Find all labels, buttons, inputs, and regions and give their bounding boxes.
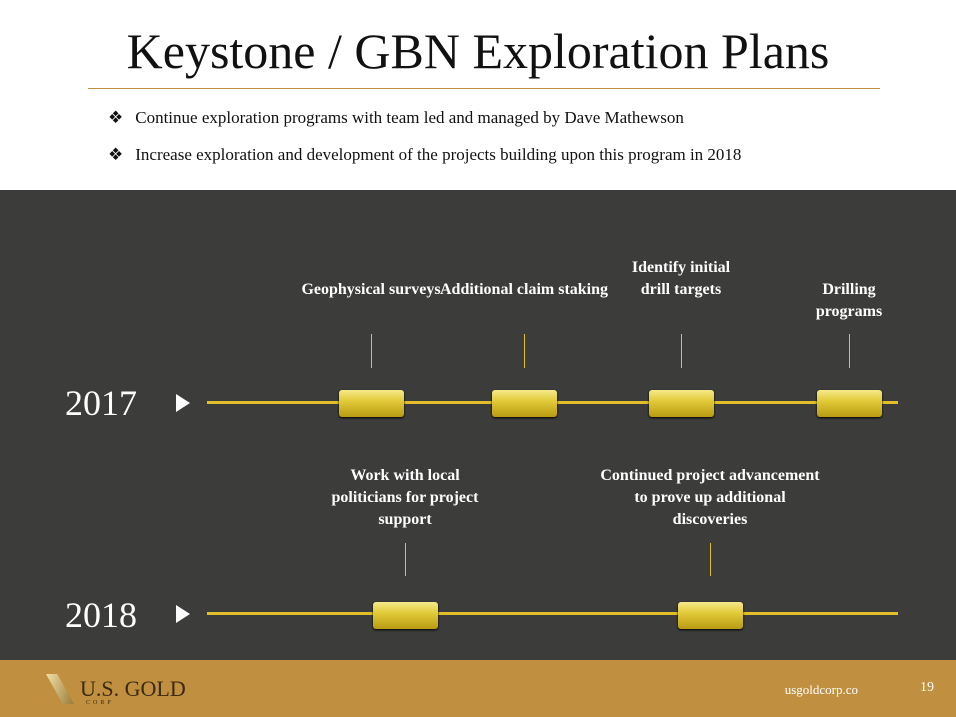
milestone-label: Work with local politicians for project … xyxy=(331,467,479,528)
bullet-item: ❖Increase exploration and development of… xyxy=(108,145,742,164)
milestone-marker xyxy=(492,390,557,417)
company-logo: U.S. GOLD xyxy=(46,674,186,704)
timeline-panel xyxy=(0,190,956,660)
logo-subtitle: CORP xyxy=(86,700,114,706)
milestone-marker xyxy=(339,390,404,417)
connector xyxy=(849,334,850,368)
connector xyxy=(524,334,525,368)
milestone-label: Additional claim staking xyxy=(439,281,609,298)
connector xyxy=(405,543,406,576)
diamond-bullet-icon: ❖ xyxy=(108,108,124,127)
page-number: 19 xyxy=(920,680,934,695)
milestone-marker xyxy=(373,602,438,629)
year-2018: 2018 xyxy=(65,595,137,635)
logo-bars-icon xyxy=(46,674,74,704)
website-url: usgoldcorp.co xyxy=(784,682,858,697)
play-arrow-icon xyxy=(176,394,190,412)
milestone-label: Drilling programs xyxy=(815,281,883,320)
milestone-label: Continued project advancement to prove u… xyxy=(600,467,820,528)
timeline-2018 xyxy=(207,612,898,615)
milestone-marker xyxy=(649,390,714,417)
milestone-label: Identify initial drill targets xyxy=(631,259,731,298)
milestone-marker xyxy=(678,602,743,629)
diamond-bullet-icon: ❖ xyxy=(108,145,124,164)
footer: U.S. GOLD CORP usgoldcorp.co 19 xyxy=(0,660,956,717)
milestone-label: Geophysical surveys xyxy=(301,281,441,298)
connector xyxy=(681,334,682,368)
connector xyxy=(710,543,711,576)
connector xyxy=(371,334,372,368)
year-2017: 2017 xyxy=(65,383,137,423)
page-title: Keystone / GBN Exploration Plans xyxy=(126,23,830,79)
play-arrow-icon xyxy=(176,605,190,623)
bullet-item: ❖Continue exploration programs with team… xyxy=(108,108,684,127)
title-divider xyxy=(88,88,880,89)
milestone-marker xyxy=(817,390,882,417)
